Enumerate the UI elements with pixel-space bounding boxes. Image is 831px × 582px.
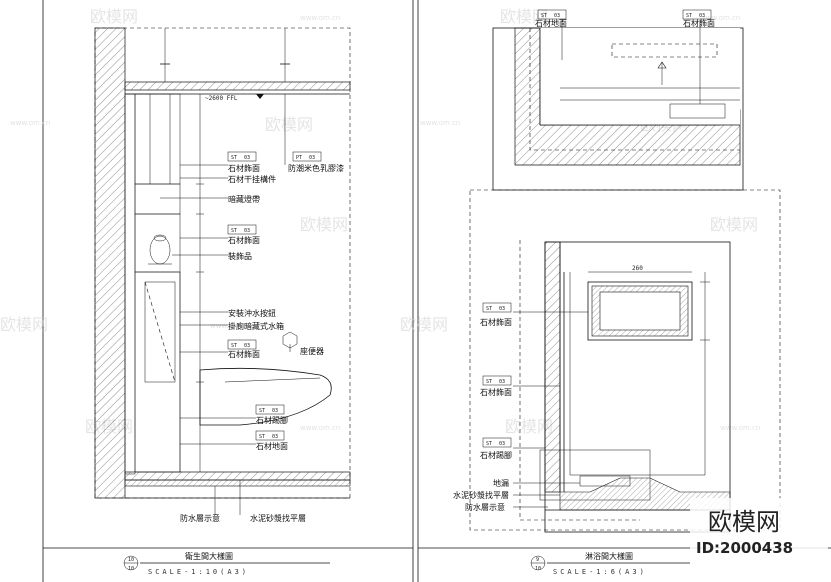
label-stone-wall: 石材飾面 — [683, 18, 715, 28]
label-toilet: 座便器 — [300, 346, 324, 356]
material-tag: ST 03 — [227, 339, 257, 350]
svg-text:260: 260 — [632, 265, 643, 272]
svg-text:ST: ST — [231, 155, 237, 161]
watermark-text: 欧模网 — [265, 115, 313, 134]
watermark-url: www.om.cn — [420, 119, 460, 127]
label-cistern: 掛廁暗藏式水箱 — [228, 321, 284, 331]
label-stone-wall: 石材飾面 — [228, 235, 260, 245]
shower-wall — [544, 241, 561, 493]
svg-text:ST: ST — [486, 379, 492, 385]
svg-text:03: 03 — [499, 441, 505, 447]
svg-text:ST: ST — [541, 13, 547, 19]
svg-text:ST: ST — [259, 408, 265, 414]
svg-text:10: 10 — [128, 557, 134, 563]
material-tag: ST 03 — [255, 430, 285, 441]
label-drain: 地漏 — [493, 478, 509, 488]
ceiling-height-dim: ~2600 FFL — [205, 95, 238, 102]
label-stone-hanger: 石材干挂構件 — [228, 174, 276, 184]
watermark-text: 欧模网 — [710, 215, 758, 234]
label-skirting: 石材踢腳 — [480, 450, 512, 460]
watermark-url: www.om.cn — [300, 14, 340, 22]
drawing-title: 衛生間大樣圖 — [185, 551, 233, 561]
watermark-url: www.om.cn — [300, 424, 340, 432]
svg-text:ST: ST — [231, 343, 237, 349]
watermark-url: www.om.cn — [700, 14, 740, 22]
svg-text:03: 03 — [272, 408, 278, 414]
material-tag: ST 03 — [537, 9, 567, 20]
label-waterproof: 防水層示意 — [465, 502, 505, 512]
svg-text:ST: ST — [486, 306, 492, 312]
label-floor: 石材地面 — [256, 441, 288, 451]
svg-text:ST: ST — [686, 13, 692, 19]
material-tag: ST 03 — [227, 151, 257, 162]
drawing-scale: SCALE-1:6(A3) — [553, 568, 647, 576]
label-light-trough: 暗藏燈帶 — [228, 194, 260, 204]
floor-slab — [124, 471, 351, 481]
svg-text:03: 03 — [499, 379, 505, 385]
drawing-scale: SCALE-1:10(A3) — [148, 568, 249, 576]
right-top-plan: ST 03 ST 03 石材地面 石材飾面 — [492, 9, 744, 191]
watermark-text: 欧模网 — [90, 7, 138, 26]
svg-text:9: 9 — [536, 557, 539, 563]
title-block-left: 10 10 衛生間大樣圖 SCALE-1:10(A3) — [123, 551, 330, 576]
label-stone-wall: 石材飾面 — [228, 163, 260, 173]
material-tag: ST 03 — [227, 224, 257, 235]
svg-text:ST: ST — [486, 441, 492, 447]
brand-id: ID:2000438 — [696, 539, 793, 557]
svg-text:03: 03 — [244, 155, 250, 161]
label-stone-wall: 石材飾面 — [480, 387, 512, 397]
svg-text:ST: ST — [231, 228, 237, 234]
label-screed: 水泥砂漿找平層 — [250, 513, 306, 523]
watermark-text: 欧模网 — [300, 215, 348, 234]
title-block-right: 9 10 淋浴間大樣圖 SCALE-1:6(A3) — [530, 551, 690, 576]
right-detail-drawing: 260 ST 03 ST 03 — [453, 189, 781, 576]
svg-text:03: 03 — [309, 155, 315, 161]
watermark-text: 欧模网 — [505, 417, 553, 436]
label-ornament: 裝飾品 — [228, 251, 252, 261]
wall-section — [94, 27, 126, 499]
watermark-text: 欧模网 — [0, 315, 48, 334]
watermark-text: 欧模网 — [400, 315, 448, 334]
svg-text:03: 03 — [699, 13, 705, 19]
watermark-text: 欧模网 — [500, 7, 548, 26]
wall-niche — [587, 281, 693, 341]
material-tag: PT 03 — [292, 151, 322, 162]
svg-text:03: 03 — [244, 343, 250, 349]
svg-text:03: 03 — [272, 434, 278, 440]
drawing-title: 淋浴間大樣圖 — [585, 551, 633, 561]
sheet-frame — [42, 0, 831, 582]
svg-text:10: 10 — [128, 566, 134, 572]
material-tag: ST 03 — [482, 302, 512, 313]
watermark-url: www.om.cn — [720, 424, 760, 432]
label-skirting: 石材踢腳 — [256, 415, 288, 425]
svg-text:03: 03 — [244, 228, 250, 234]
label-screed: 水泥砂漿找平層 — [453, 490, 509, 500]
svg-text:03: 03 — [499, 306, 505, 312]
material-tag: ST 03 — [482, 375, 512, 386]
svg-text:10: 10 — [535, 566, 541, 572]
svg-text:03: 03 — [554, 13, 560, 19]
label-flush-button: 安裝沖水按鈕 — [228, 308, 276, 318]
ceiling-slab — [124, 81, 351, 91]
equipment-tag-icon — [282, 331, 298, 349]
left-detail-drawing: ~2600 FFL — [94, 27, 351, 576]
label-stone-wall: 石材飾面 — [480, 317, 512, 327]
label-stone-wall: 石材飾面 — [228, 349, 260, 359]
label-waterproof: 防水層示意 — [180, 513, 220, 523]
label-stone-floor: 石材地面 — [535, 18, 567, 28]
label-paint: 防潮米色乳膠漆 — [288, 163, 344, 173]
material-tag: ST 03 — [682, 9, 712, 20]
toilet-shape — [199, 367, 332, 426]
svg-text:PT: PT — [296, 155, 302, 161]
material-tag: ST 03 — [255, 404, 285, 415]
watermark-url: www.om.cn — [10, 119, 50, 127]
svg-text:ST: ST — [259, 434, 265, 440]
watermark-url: www.om.cn — [210, 322, 250, 330]
brand-name: 欧模网 — [708, 508, 780, 536]
material-tag: ST 03 — [482, 437, 512, 448]
brand-logo: 欧模网 ID:2000438 — [690, 498, 828, 560]
